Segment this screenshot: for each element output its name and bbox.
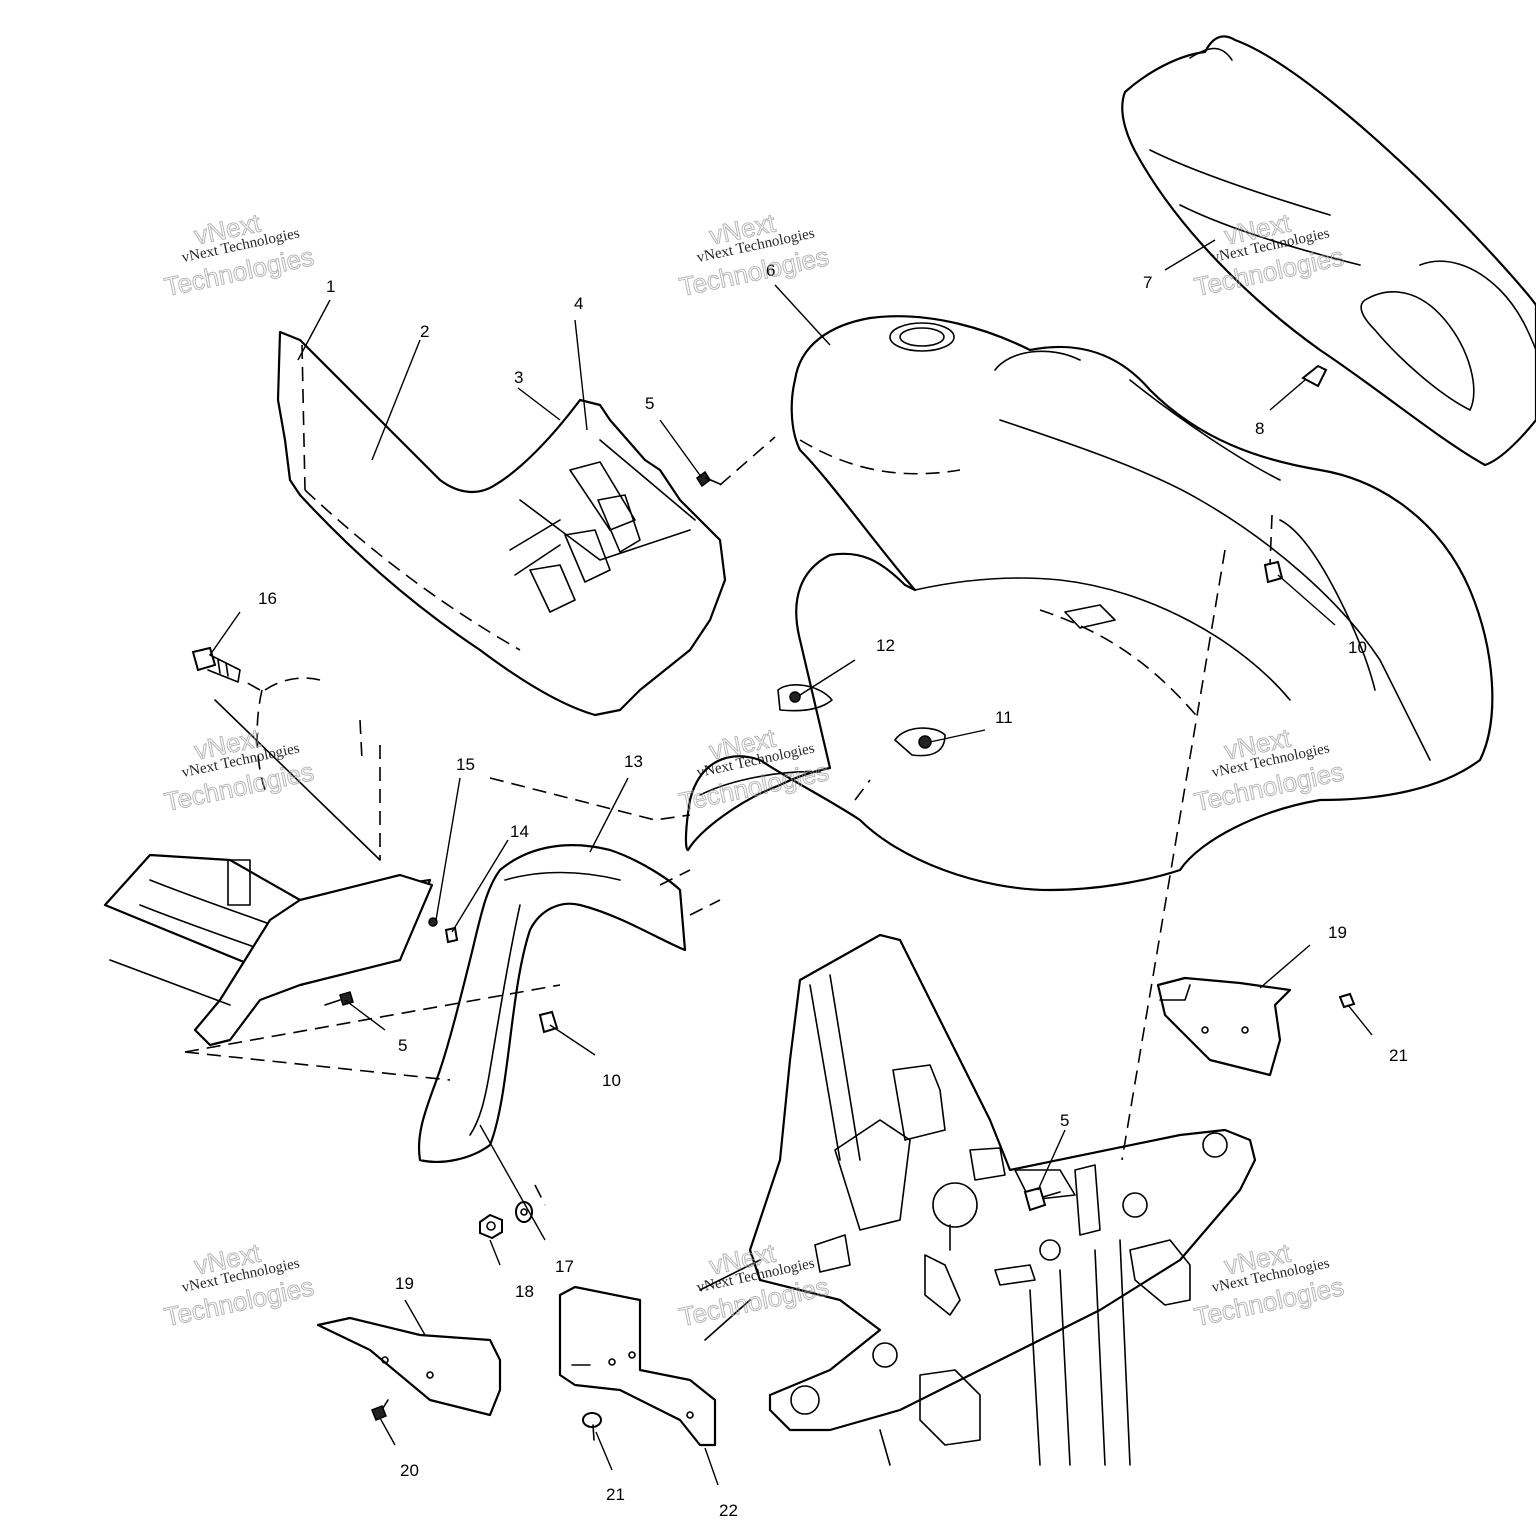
hardware-screw-5-left <box>324 991 354 1006</box>
hardware-clip-10-top <box>1263 560 1284 584</box>
callout-21a: 21 <box>1389 1046 1408 1065</box>
wheel-arch-part-13 <box>417 844 687 1163</box>
hardware-nut-12 <box>777 684 833 712</box>
callout-15: 15 <box>456 755 475 774</box>
hardware-bolt-20 <box>371 1399 389 1421</box>
footwell-assembly <box>103 677 434 1047</box>
callout-1: 1 <box>326 277 335 296</box>
bracket-part-19-left <box>316 1316 502 1417</box>
callout-17: 17 <box>555 1257 574 1276</box>
watermark-top-center: vNext vNext Technologies Technologies <box>676 207 832 303</box>
watermark-mid-left: vNext vNext Technologies Technologies <box>161 722 317 818</box>
leader-lines <box>209 239 1373 1486</box>
callout-labels: 1 2 3 4 5 6 7 8 10 12 11 16 13 15 14 5 1… <box>258 261 1408 1520</box>
hardware-screw-21-right <box>1338 992 1356 1009</box>
hardware-clip-8 <box>1301 364 1328 388</box>
callout-4: 4 <box>574 294 583 313</box>
callout-2: 2 <box>420 322 429 341</box>
callout-10a: 10 <box>1348 638 1367 657</box>
callout-22: 22 <box>719 1501 738 1520</box>
frame-chassis <box>699 933 1257 1466</box>
hardware-screw-21-bottom <box>582 1412 602 1441</box>
callout-5a: 5 <box>645 394 654 413</box>
hardware-clip-10-left <box>538 1010 559 1034</box>
callout-12: 12 <box>876 636 895 655</box>
hardware-bolt-16 <box>191 646 241 683</box>
callout-21b: 21 <box>606 1485 625 1504</box>
side-panel-part-2 <box>276 330 727 717</box>
callout-11: 11 <box>995 708 1013 727</box>
callout-14: 14 <box>510 822 529 841</box>
watermark-top-left: vNext vNext Technologies Technologies <box>161 207 317 303</box>
callout-5c: 5 <box>1060 1111 1069 1130</box>
callout-5b: 5 <box>398 1036 407 1055</box>
watermark-bottom-left: vNext vNext Technologies Technologies <box>161 1237 317 1333</box>
hardware-items-14-15 <box>428 917 459 944</box>
callout-13: 13 <box>624 752 643 771</box>
assembly-lines <box>184 436 1273 1206</box>
callout-18: 18 <box>515 1282 534 1301</box>
callout-7: 7 <box>1143 273 1152 292</box>
bracket-part-19-right <box>1156 976 1292 1077</box>
callout-10b: 10 <box>602 1071 621 1090</box>
hardware-screw-5-frame <box>1023 1186 1061 1212</box>
rear-cover-part-7 <box>1121 35 1536 467</box>
callout-19a: 19 <box>1328 923 1347 942</box>
hardware-screw-5-top <box>695 470 721 488</box>
front-fender-part-6 <box>684 315 1494 892</box>
callout-3: 3 <box>514 368 523 387</box>
callout-8: 8 <box>1255 419 1264 438</box>
plate-part-22 <box>558 1285 717 1447</box>
hardware-nut-18 <box>479 1213 503 1240</box>
callout-16: 16 <box>258 589 277 608</box>
callout-6: 6 <box>766 261 775 280</box>
callout-19b: 19 <box>395 1274 414 1293</box>
watermark-bottom-right: vNext vNext Technologies Technologies <box>1191 1237 1347 1333</box>
watermark-mid-center: vNext vNext Technologies Technologies <box>676 722 832 818</box>
callout-20: 20 <box>400 1461 419 1480</box>
